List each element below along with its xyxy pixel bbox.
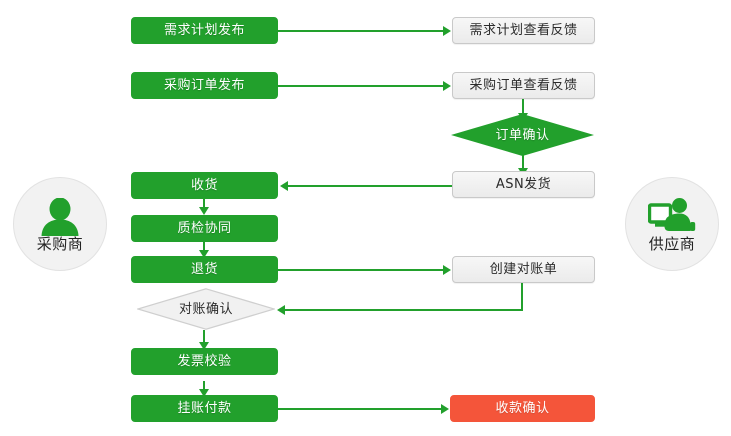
person-at-computer-icon [648, 196, 696, 236]
node-label: ASN发货 [495, 177, 552, 192]
node-invoice-verify[interactable]: 发票校验 [131, 348, 278, 375]
node-receive-goods[interactable]: 收货 [131, 172, 278, 199]
edge-receive-quality-line [203, 198, 205, 209]
node-po-feedback[interactable]: 采购订单查看反馈 [452, 72, 595, 99]
edge-confirm-invoice-line [203, 330, 205, 344]
node-label: 创建对账单 [489, 262, 558, 277]
node-label: 采购订单查看反馈 [469, 78, 578, 93]
edge-return-statement-line [278, 269, 444, 271]
edge-invoice-payment-line [203, 381, 205, 392]
node-po-publish[interactable]: 采购订单发布 [131, 72, 278, 99]
actor-supplier: 供应商 [625, 177, 719, 271]
edge-statement-confirm-arrowhead [277, 305, 285, 315]
node-order-confirm[interactable]: 订单确认 [451, 114, 594, 156]
edge-po-confirm-line [522, 99, 524, 116]
node-return-goods[interactable]: 退货 [131, 256, 278, 283]
node-quality-collab[interactable]: 质检协同 [131, 215, 278, 242]
node-demand-plan-publish[interactable]: 需求计划发布 [131, 17, 278, 44]
actor-supplier-label: 供应商 [648, 235, 696, 253]
node-create-statement[interactable]: 创建对账单 [452, 256, 595, 283]
person-icon [36, 196, 84, 236]
edge-quality-return-line [203, 242, 205, 253]
node-label: 对账确认 [178, 301, 233, 317]
edge-receive-quality-arrowhead [199, 207, 209, 215]
node-statement-confirm[interactable]: 对账确认 [137, 288, 275, 330]
edge-quality-return-arrowhead [199, 250, 209, 258]
node-label: 质检协同 [177, 221, 232, 236]
edge-statement-confirm-hline [285, 309, 523, 311]
edge-confirm-asn-line [522, 155, 524, 171]
node-label: 退货 [190, 262, 218, 277]
edge-confirm-invoice-arrowhead [199, 342, 209, 350]
node-label-wrap: 订单确认 [451, 114, 594, 156]
edge-asn-receive-arrowhead [280, 181, 288, 191]
edge-return-statement-arrowhead [443, 265, 451, 275]
edge-po-publish-arrowhead [443, 81, 451, 91]
node-demand-plan-feedback[interactable]: 需求计划查看反馈 [452, 17, 595, 44]
node-asn-ship[interactable]: ASN发货 [452, 171, 595, 198]
node-label: 挂账付款 [177, 401, 232, 416]
edge-payment-receipt-line [278, 408, 442, 410]
node-label: 需求计划发布 [163, 23, 245, 38]
edge-invoice-payment-arrowhead [199, 389, 209, 397]
actor-buyer: 采购商 [13, 177, 107, 271]
node-label: 订单确认 [495, 127, 550, 143]
node-label: 收货 [190, 178, 218, 193]
node-label-wrap: 对账确认 [137, 288, 275, 330]
node-label: 采购订单发布 [163, 78, 245, 93]
edge-asn-receive-line [288, 185, 452, 187]
edge-demand-plan-line [278, 30, 444, 32]
actor-buyer-label: 采购商 [36, 235, 84, 253]
node-payment-confirm[interactable]: 收款确认 [450, 395, 595, 422]
edge-po-publish-line [278, 85, 444, 87]
node-payable-payment[interactable]: 挂账付款 [131, 395, 278, 422]
edge-statement-confirm-vline [521, 283, 523, 311]
edge-payment-receipt-arrowhead [441, 404, 449, 414]
node-label: 需求计划查看反馈 [469, 23, 578, 38]
node-label: 收款确认 [495, 401, 550, 416]
edge-demand-plan-arrowhead [443, 26, 451, 36]
node-label: 发票校验 [177, 354, 232, 369]
